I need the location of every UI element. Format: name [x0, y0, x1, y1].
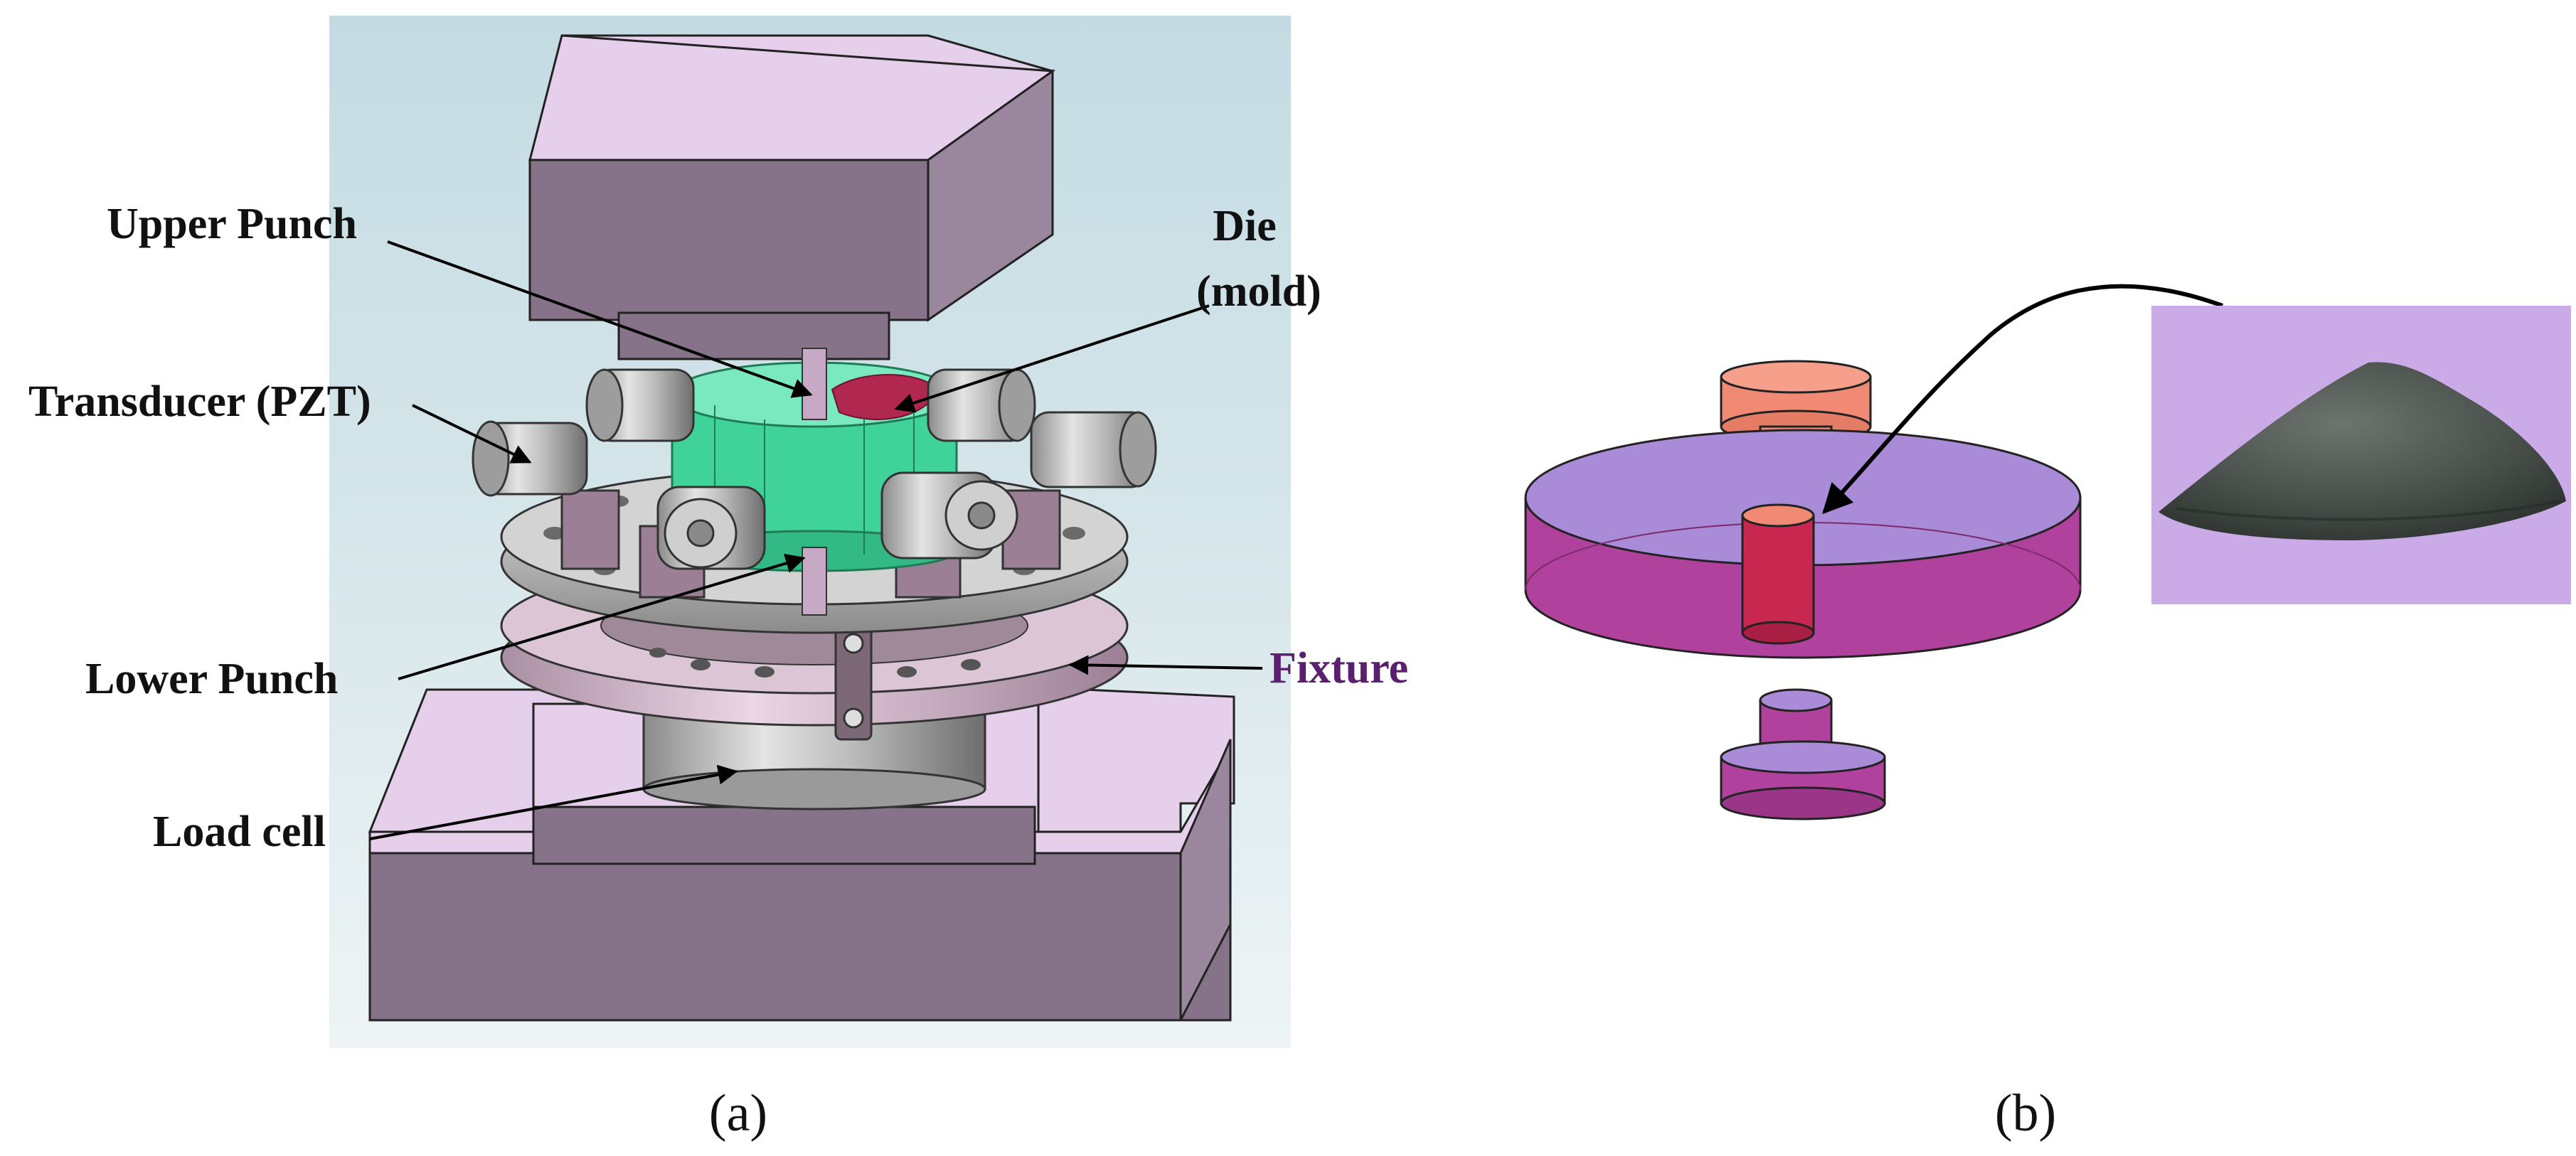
upper-press-stem	[617, 311, 890, 360]
caption-b: (b)	[1995, 1084, 2056, 1142]
label-load-cell: Load cell	[153, 808, 326, 856]
label-die: Die	[1213, 202, 1277, 250]
fixture-clamp	[834, 624, 873, 741]
upper-punch-rod	[802, 348, 827, 420]
lower-punch-rod	[802, 547, 827, 616]
label-lower-punch: Lower Punch	[85, 655, 338, 703]
powder-image	[2151, 306, 2571, 604]
label-transducer: Transducer (PZT)	[28, 378, 371, 426]
panel-a-press-assembly: Upper Punch Die (mold) Transducer (PZT) …	[28, 16, 1408, 1142]
panel-b-schematic: (b)	[1524, 284, 2571, 1142]
label-die-mold: (mold)	[1196, 267, 1321, 316]
label-upper-punch: Upper Punch	[107, 200, 357, 248]
powder-arrow	[1822, 284, 2224, 515]
upper-press-block	[528, 34, 1056, 322]
load-cell	[642, 713, 986, 810]
label-fixture: Fixture	[1270, 644, 1408, 692]
schematic-die	[1524, 429, 2082, 659]
transducers-pzt	[472, 368, 1157, 570]
schematic-lower-punch	[1720, 688, 1886, 820]
caption-a: (a)	[709, 1084, 767, 1142]
panel-a-leader-lines	[369, 240, 1263, 840]
